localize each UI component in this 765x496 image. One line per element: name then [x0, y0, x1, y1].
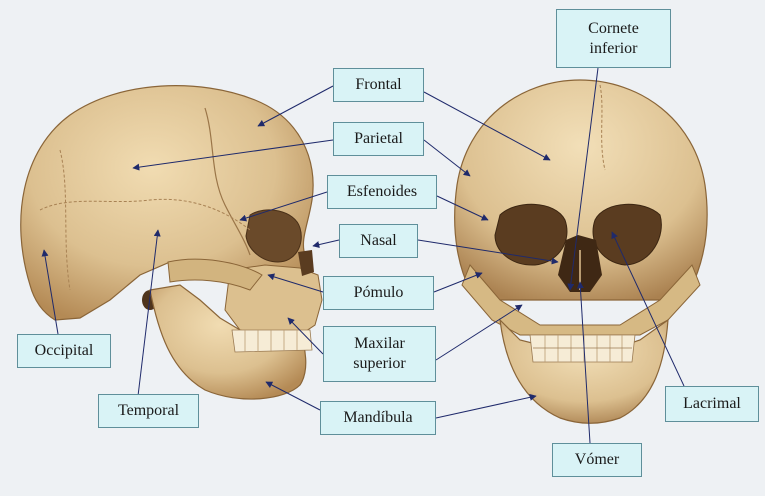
label-frontal: Frontal [333, 68, 424, 102]
label-lacrimal: Lacrimal [665, 386, 759, 422]
leader-maxilar-lateral [287, 317, 324, 355]
leader-esfenoides-lateral [239, 191, 328, 222]
leader-occipital [41, 249, 59, 335]
label-cornete-inferior: Cornete inferior [556, 9, 671, 68]
leader-parietal-front [423, 139, 471, 177]
leader-frontal-lateral [257, 85, 334, 127]
label-maxilar-superior: Maxilar superior [323, 326, 436, 382]
leader-pomulo-front [433, 272, 483, 293]
frontal-skull [454, 79, 708, 424]
leader-esfenoides-front [436, 195, 489, 221]
label-mandibula: Mandíbula [320, 401, 436, 435]
label-occipital: Occipital [17, 334, 111, 368]
leader-pomulo-lateral [267, 273, 324, 293]
leader-frontal-front [423, 91, 551, 161]
leader-mandibula-lateral [265, 381, 321, 411]
leader-nasal-lateral [312, 239, 340, 248]
leader-vomer [576, 281, 591, 444]
leader-lines [41, 67, 685, 444]
leader-temporal [137, 229, 161, 397]
label-temporal: Temporal [98, 394, 199, 428]
lateral-skull [20, 85, 323, 400]
leader-maxilar-front [435, 304, 523, 361]
leader-parietal-lateral [132, 139, 334, 171]
label-vomer: Vómer [552, 443, 642, 477]
label-pomulo: Pómulo [323, 276, 434, 310]
label-nasal: Nasal [339, 224, 418, 258]
leader-lacrimal [611, 231, 685, 387]
leader-nasal-front [417, 239, 559, 265]
leader-cornete [567, 67, 599, 291]
label-parietal: Parietal [333, 122, 424, 156]
leader-mandibula-front [435, 393, 537, 419]
label-esfenoides: Esfenoides [327, 175, 437, 209]
